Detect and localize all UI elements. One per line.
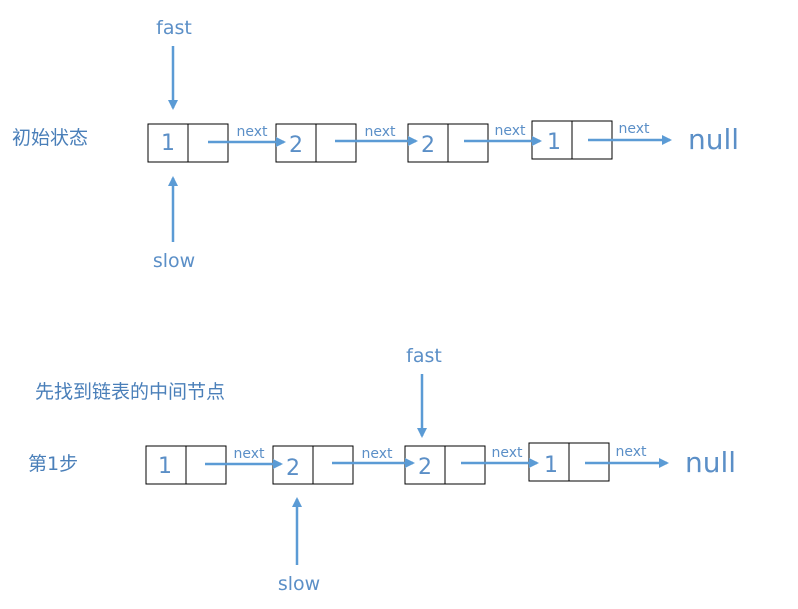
- node-next-cell: [444, 445, 486, 485]
- next-label: next: [364, 124, 396, 140]
- step1-label: 第1步: [28, 453, 78, 475]
- node-value: 1: [158, 454, 172, 479]
- node-next-cell: [315, 123, 357, 163]
- node-value: 1: [544, 453, 558, 478]
- next-label: next: [233, 446, 265, 462]
- list-node: 2: [407, 123, 489, 163]
- step1-list: 1 2 2 1 next next next next null: [145, 345, 736, 595]
- next-label: next: [361, 446, 393, 462]
- next-label: next: [618, 121, 650, 137]
- next-label: next: [494, 123, 526, 139]
- node-value: 1: [161, 131, 175, 156]
- node-value: 2: [289, 133, 303, 158]
- list-node: 1: [147, 123, 229, 163]
- node-next-cell: [312, 445, 354, 485]
- node-value: 2: [286, 456, 300, 481]
- null-label: null: [685, 446, 736, 479]
- node-value: 2: [418, 455, 432, 480]
- list-node: 2: [404, 445, 486, 485]
- slow-pointer-label: slow: [153, 250, 195, 272]
- find-middle-label: 先找到链表的中间节点: [35, 381, 225, 403]
- fast-pointer-label: fast: [406, 345, 442, 367]
- list-node: 2: [272, 445, 354, 485]
- node-next-cell: [447, 123, 489, 163]
- next-label: next: [236, 124, 268, 140]
- null-label: null: [688, 123, 739, 156]
- next-label: next: [615, 444, 647, 460]
- next-label: next: [491, 445, 523, 461]
- node-value-cell: [147, 123, 189, 163]
- initial-state-label: 初始状态: [12, 127, 88, 149]
- initial-list: 1 2 2 1 next next next next null: [147, 17, 739, 272]
- slow-pointer-label: slow: [278, 573, 320, 595]
- node-value: 1: [547, 130, 561, 155]
- node-value: 2: [421, 133, 435, 158]
- fast-pointer-label: fast: [156, 17, 192, 39]
- list-node: 2: [275, 123, 357, 163]
